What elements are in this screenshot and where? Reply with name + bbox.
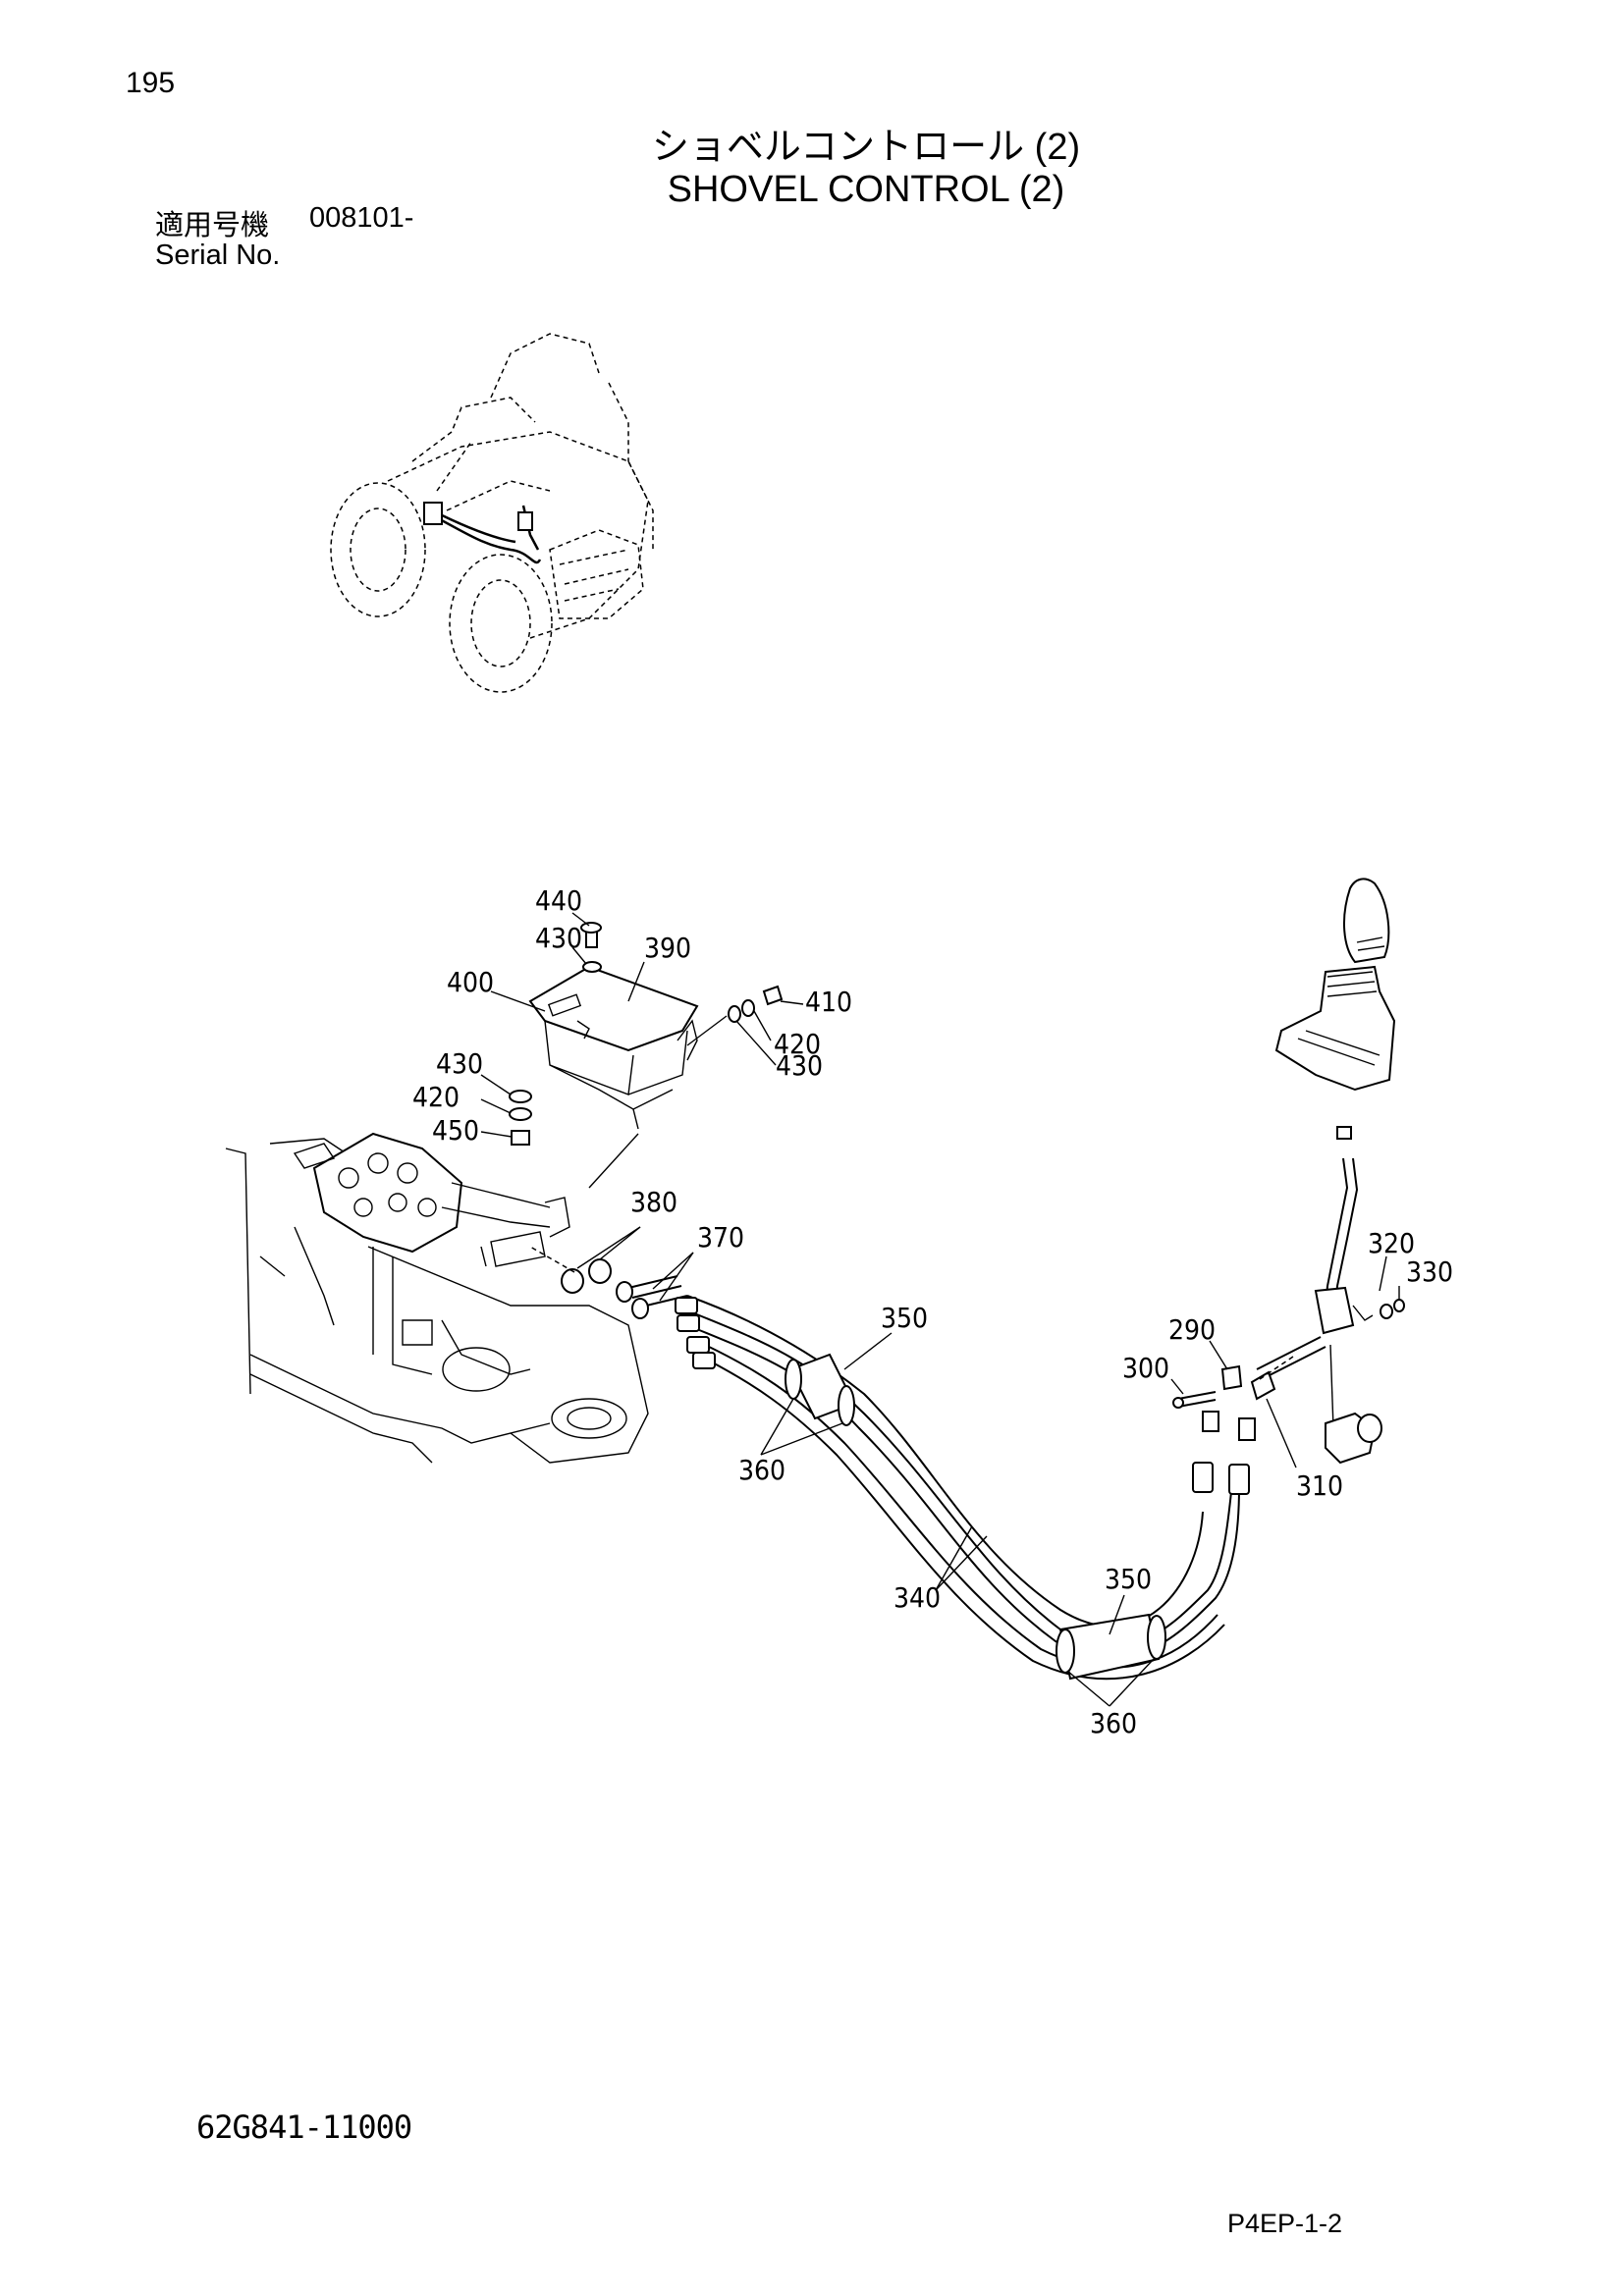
callout-360: 360 [1090,1707,1137,1739]
callout-320: 320 [1368,1227,1415,1259]
drawing-part-code: 62G841-11000 [196,2109,412,2146]
hose-bundle-340 [675,1295,1250,1707]
callout-330: 330 [1406,1255,1453,1288]
callout-420: 420 [774,1028,821,1060]
cover-plate-assembly [480,912,804,1189]
callout-450: 450 [432,1114,479,1147]
page-code: P4EP-1-2 [1227,2209,1343,2238]
shovel-lever-assembly [1170,878,1405,1468]
title-japanese: ショベルコントロール (2) [651,127,1081,168]
callout-350: 350 [881,1302,928,1334]
frame-and-control-valve [225,1132,649,1464]
callout-370: 370 [697,1221,744,1254]
callout-420: 420 [412,1081,460,1113]
callout-310: 310 [1296,1469,1343,1502]
nuts-and-bolts-380-370 [529,1226,694,1319]
serial-label-japanese: 適用号機 [155,210,270,241]
callout-440: 440 [535,884,582,917]
callout-290: 290 [1168,1313,1216,1346]
callout-380: 380 [630,1186,677,1218]
callout-340: 340 [893,1581,941,1614]
callout-410: 410 [805,986,852,1018]
serial-label-english: Serial No. [155,240,281,271]
page-number: 195 [126,67,176,99]
callout-390: 390 [644,932,691,964]
callout-430: 430 [776,1049,823,1082]
serial-number-value: 008101- [309,202,414,234]
title-english: SHOVEL CONTROL (2) [667,169,1065,210]
callout-400: 400 [447,966,494,998]
callout-430: 430 [535,922,582,954]
callout-360: 360 [738,1454,785,1486]
callout-430: 430 [436,1047,483,1080]
callout-300: 300 [1122,1352,1169,1384]
machine-overview-illustration [330,333,654,693]
callout-350: 350 [1105,1563,1152,1595]
callout-labels: 440 430 390 400 410 420 430 430 420 450 … [412,884,1453,1739]
